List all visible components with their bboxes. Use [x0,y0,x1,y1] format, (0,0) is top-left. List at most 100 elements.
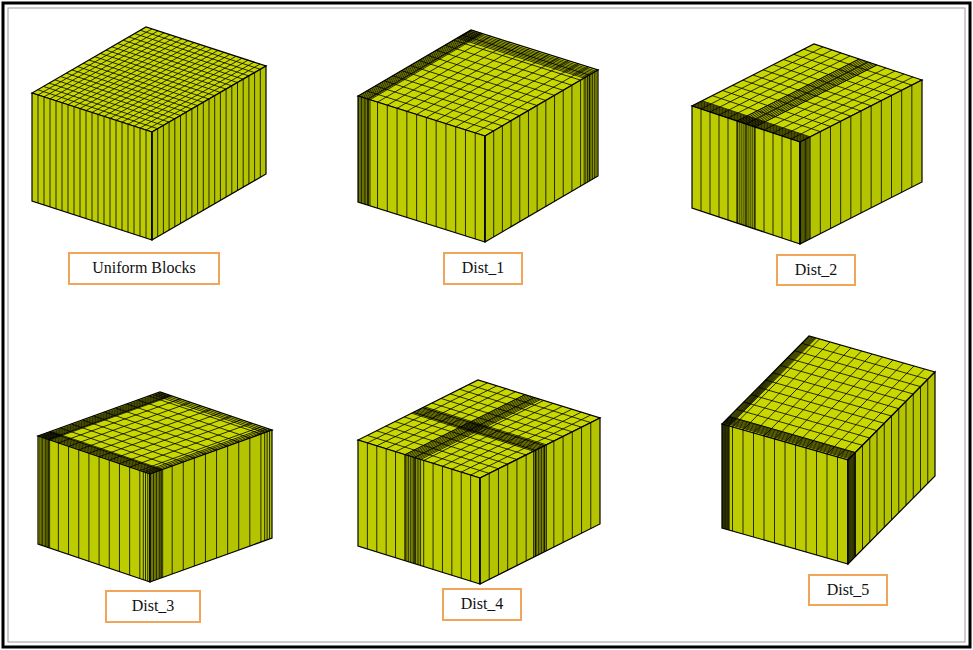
grid-line [369,100,370,206]
grid-line [49,83,169,122]
grid-line [134,126,135,234]
grid-line [83,63,203,102]
grid-line [589,75,590,181]
front-edge [799,142,800,244]
grid-line [553,441,554,547]
grid-line [92,113,93,221]
grid-line [143,428,265,472]
front-edge [484,136,485,242]
grid-line [884,423,885,527]
grid-line [806,448,807,552]
grid-line [161,470,162,578]
grid-line [269,431,270,539]
grid-line [723,423,849,459]
grid-line [881,101,882,203]
grid-line [758,387,884,423]
grid-line [48,395,170,439]
grid-line [726,420,852,456]
grid-line [267,432,268,540]
grid-line [728,118,729,220]
grid-line [420,459,421,565]
grid-line [78,450,79,558]
grid-line [737,121,738,223]
grid-line [590,423,591,529]
grid-line [436,121,437,227]
grid-line [68,105,69,213]
grid-line [130,423,252,467]
grid-line [764,130,765,232]
grid-line [498,469,499,575]
grid-line [249,438,250,546]
grid-line [119,464,120,572]
grid-line [214,96,215,204]
grid-line [413,457,414,563]
grid-line [397,108,398,214]
grid-line [805,139,806,241]
grid-line [773,373,899,409]
grid-line [855,453,856,557]
grid-line [469,385,591,423]
grid-line [129,467,130,575]
grid-line [536,450,537,556]
grid-line [386,449,387,555]
grid-line [410,66,537,106]
grid-line [754,127,755,229]
grid-line [743,80,851,116]
grid-line [802,343,928,379]
grid-line [800,142,801,244]
grid-line [782,136,783,238]
grid-line [138,400,250,438]
inner-frame [8,8,965,642]
grid-line [123,40,243,79]
grid-line [459,37,586,77]
grid-line [753,75,861,111]
grid-line [74,107,75,215]
grid-line [475,133,476,239]
grid-line [794,54,902,90]
grid-line [38,95,39,203]
grid-line [88,453,89,561]
grid-line [100,53,220,92]
grid-line [116,120,117,228]
grid-line [727,426,728,530]
grid-line [526,455,527,561]
grid-line [41,393,163,437]
grid-line [89,60,209,99]
grid-line [544,446,545,552]
grid-line [153,473,154,581]
grid-line [44,394,166,438]
grid-line [254,73,255,181]
grid-line [49,440,50,548]
grid-line [135,34,255,73]
grid-line [855,453,856,557]
grid-line [395,452,396,558]
grid-line [104,116,105,224]
grid-line [158,393,270,431]
grid-line [48,439,49,547]
grid-line [157,129,158,237]
label-box: Dist_4 [442,588,522,621]
mesh-block [358,30,598,242]
grid-line [543,446,544,552]
grid-line [227,446,228,554]
grid-line [746,62,868,124]
grid-line [384,81,511,121]
grid-line [743,430,744,534]
block-label: Dist_4 [461,595,504,613]
grid-line [415,412,537,450]
grid-line [753,64,875,126]
grid-line [365,98,366,204]
grid-line [62,103,63,211]
grid-line [538,449,539,555]
grid-line [869,438,870,542]
grid-line [45,439,46,547]
grid-line [45,395,167,439]
grid-line [180,116,181,224]
grid-line [203,102,204,210]
grid-line [725,425,726,529]
grid-line [432,403,554,441]
grid-line [861,111,862,213]
grid-line [146,428,268,472]
grid-line [850,116,851,218]
block-label: Dist_3 [132,597,175,615]
